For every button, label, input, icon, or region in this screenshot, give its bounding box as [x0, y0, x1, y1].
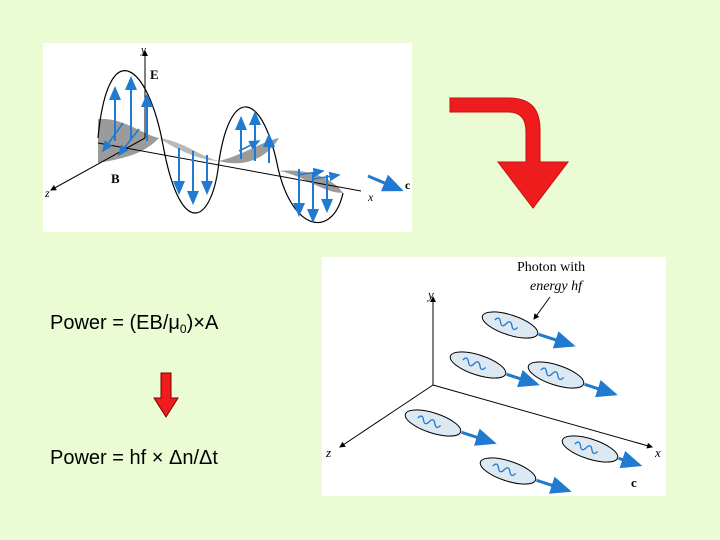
photon-packets	[404, 311, 643, 494]
power-equation-photons: Power = hf × Δn/Δt	[50, 447, 218, 469]
photon-caption-line2: energy hf	[530, 279, 582, 294]
x-axis	[432, 384, 653, 449]
equation-suffix: )×A	[186, 312, 219, 334]
mu-symbol: μ	[168, 312, 180, 334]
z-axis	[339, 384, 434, 448]
photon	[479, 457, 572, 494]
e-field-wave	[97, 70, 344, 223]
curved-red-arrow	[449, 97, 570, 209]
b-field-lobe	[159, 138, 219, 161]
photon	[449, 351, 540, 388]
y-axis-label: y	[140, 44, 146, 56]
c-label: c	[405, 178, 411, 192]
b-field-arrows	[102, 122, 341, 182]
em-wave-diagram: y E B z x c	[43, 43, 412, 232]
z-axis-label: z	[326, 445, 332, 460]
photon-diagram: Photon with energy hf y z x c	[322, 257, 666, 496]
e-field-arrows	[109, 76, 333, 223]
b-field-label: B	[111, 171, 120, 186]
power-equation-fields: Power = (EB/μ0)×A	[50, 312, 218, 336]
photon	[527, 361, 618, 398]
x-axis	[97, 142, 362, 192]
photon-caption-line1: Photon with	[517, 260, 586, 275]
y-axis-label: y	[428, 287, 434, 302]
e-field-label: E	[150, 67, 159, 82]
caption-pointer	[533, 296, 551, 320]
photon	[481, 311, 576, 349]
photon	[404, 409, 497, 446]
em-wave-svg: y E B z x c	[44, 44, 411, 223]
b-field-lobe	[98, 118, 159, 163]
photon-svg	[339, 296, 653, 494]
c-label: c	[631, 475, 637, 490]
propagation-arrow	[367, 174, 404, 192]
down-red-arrow	[153, 372, 179, 418]
x-axis-label: x	[367, 190, 374, 204]
mu-subscript: 0	[179, 322, 187, 336]
equation-prefix: Power = (EB/	[50, 312, 169, 334]
x-axis-label: x	[655, 445, 661, 460]
photon	[561, 435, 643, 469]
z-axis-label: z	[44, 186, 50, 200]
z-axis	[50, 137, 146, 191]
